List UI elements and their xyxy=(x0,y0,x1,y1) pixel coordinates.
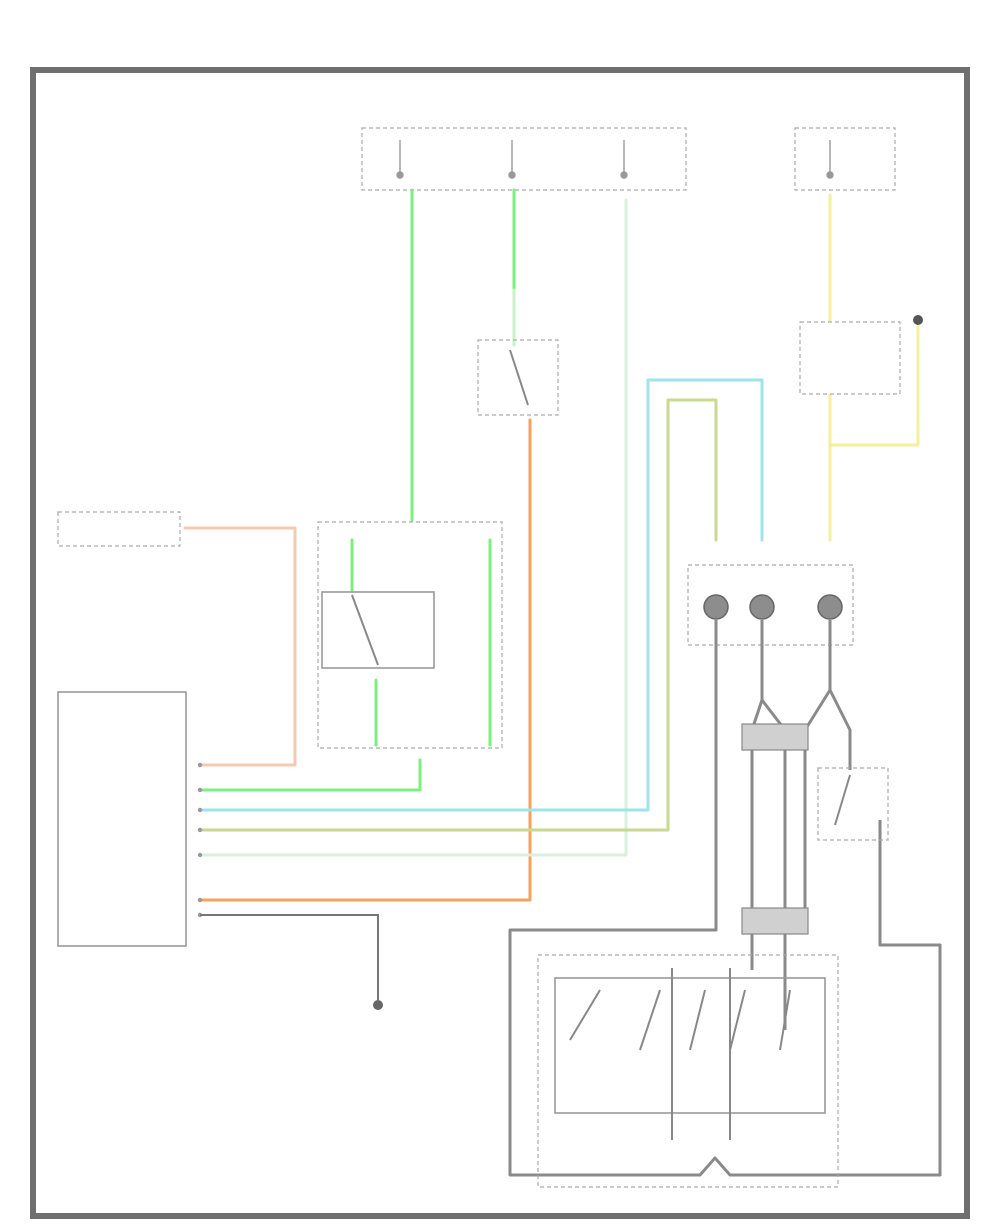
connector-upper xyxy=(741,723,809,751)
clockspring-connector-icon xyxy=(703,594,843,620)
wire-gray-2 xyxy=(750,620,764,970)
steering-switch-inner xyxy=(554,977,826,1114)
cruise-switch-box xyxy=(317,521,503,749)
fuse-block-left xyxy=(361,127,687,191)
horn-switch-contact xyxy=(834,774,851,826)
wire-gray-5 xyxy=(828,689,852,770)
wire-yellow-horn xyxy=(828,318,920,447)
brake-switch-contact xyxy=(509,349,529,406)
horn-relay-box xyxy=(799,321,901,395)
switch-contact xyxy=(351,594,379,666)
horn-relay-node-icon xyxy=(913,315,923,325)
connector-lower xyxy=(741,907,809,935)
fuse-block-right xyxy=(794,127,896,191)
fuse-icon xyxy=(396,140,834,179)
wire-orange xyxy=(198,418,532,902)
wire-gray-4 xyxy=(803,620,832,920)
wire-green-module xyxy=(198,758,422,792)
wire-ground xyxy=(200,914,379,1000)
ground-point-icon xyxy=(373,1000,383,1010)
wire-olive xyxy=(198,398,718,832)
wire-peach xyxy=(183,526,297,767)
wire-gray-1 xyxy=(508,620,942,1177)
horn-switch-box xyxy=(817,767,889,841)
cruise-module-box xyxy=(57,691,187,947)
wire-lightgreen-right xyxy=(198,198,628,857)
module-pins xyxy=(197,762,203,918)
left-component-box xyxy=(57,511,181,547)
switch-inner-box xyxy=(321,591,435,669)
diagram-frame xyxy=(30,67,970,1219)
steering-switch-contacts xyxy=(569,968,791,1140)
steering-switch-outer xyxy=(537,954,839,1188)
wire-green-switch-left xyxy=(350,538,378,747)
clockspring-box xyxy=(687,564,854,646)
wire-cyan xyxy=(198,378,764,812)
